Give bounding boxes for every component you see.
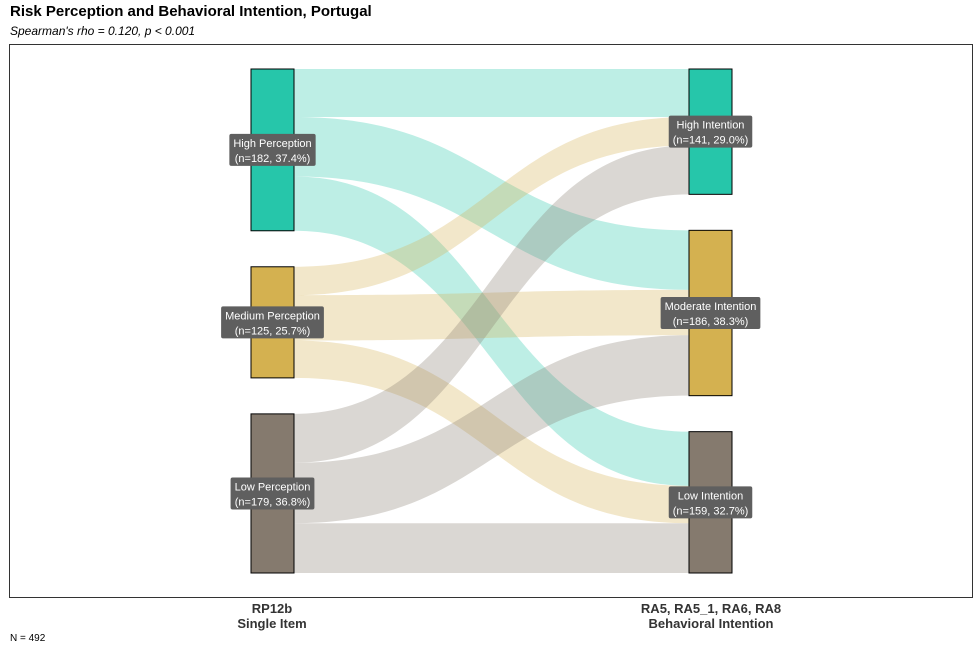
node-label-stat: (n=159, 32.7%) <box>673 505 749 517</box>
node-label-hp: High Perception (n=182, 37.4%) <box>229 133 316 166</box>
flow-mp-to-mi <box>294 289 689 341</box>
right-axis-title: RA5, RA5_1, RA6, RA8 <box>641 601 781 616</box>
node-label-stat: (n=141, 29.0%) <box>673 135 749 147</box>
node-label-name: Low Intention <box>678 490 743 502</box>
flow-lp-to-li <box>294 523 689 573</box>
flow-lp-to-hi <box>294 145 689 463</box>
node-label-background <box>221 306 324 339</box>
labels-layer: High Perception (n=182, 37.4%) Medium Perc… <box>221 115 761 519</box>
node-label-mp: Medium Perception (n=125, 25.7%) <box>221 306 324 339</box>
node-label-background <box>668 115 753 148</box>
flows-layer <box>294 69 689 573</box>
node-label-background <box>668 486 753 519</box>
node-label-hi: High Intention (n=141, 29.0%) <box>668 115 753 148</box>
axis-labels: RP12b Single Item RA5, RA5_1, RA6, RA8 B… <box>237 601 781 631</box>
right-axis-subtitle: Behavioral Intention <box>649 616 774 631</box>
node-label-stat: (n=125, 25.7%) <box>235 325 311 337</box>
flow-mp-to-hi <box>294 117 689 296</box>
left-axis-title: RP12b <box>252 601 293 616</box>
node-label-stat: (n=179, 36.8%) <box>235 496 311 508</box>
node-label-name: High Intention <box>677 120 745 132</box>
node-label-name: Moderate Intention <box>665 301 757 313</box>
node-label-stat: (n=182, 37.4%) <box>235 153 311 165</box>
flow-hp-to-mi <box>294 117 689 290</box>
flow-hp-to-li <box>294 176 689 486</box>
plot-panel <box>9 44 973 598</box>
node-label-name: Medium Perception <box>225 310 320 322</box>
node-label-mi: Moderate Intention (n=186, 38.3%) <box>660 297 761 329</box>
node-label-background <box>229 133 316 166</box>
flow-lp-to-mi <box>294 335 689 524</box>
left-axis-subtitle: Single Item <box>237 616 306 631</box>
chart-subtitle: Spearman's rho = 0.120, p < 0.001 <box>10 24 196 38</box>
node-label-lp: Low Perception (n=179, 36.8%) <box>230 477 315 510</box>
chart-title: Risk Perception and Behavioral Intention… <box>10 3 372 20</box>
node-label-name: Low Perception <box>235 481 311 493</box>
node-label-background <box>230 477 315 510</box>
flow-mp-to-li <box>294 340 689 524</box>
sample-size-caption: N = 492 <box>10 633 46 644</box>
flow-hp-to-hi <box>294 69 689 117</box>
nodes-layer <box>250 68 733 574</box>
node-label-name: High Perception <box>233 138 311 150</box>
node-label-li: Low Intention (n=159, 32.7%) <box>668 486 753 519</box>
node-label-stat: (n=186, 38.3%) <box>673 316 749 328</box>
node-label-background <box>660 297 761 329</box>
